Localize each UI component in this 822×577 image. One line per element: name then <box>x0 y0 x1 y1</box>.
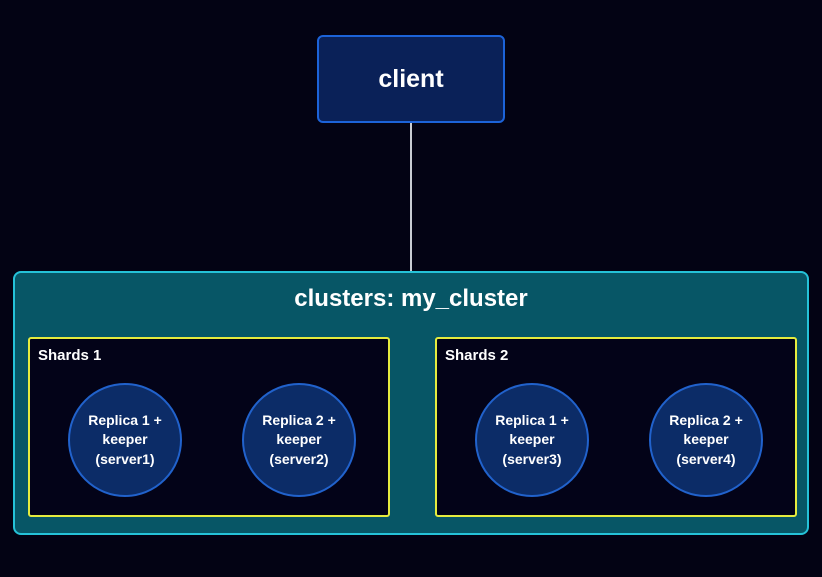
cluster-container: clusters: my_cluster Shards 1 Replica 1 … <box>13 271 809 535</box>
connector-line <box>410 123 412 271</box>
shard-box-1: Shards 1 Replica 1 + keeper (server1) Re… <box>28 337 390 517</box>
shard-1-label: Shards 1 <box>38 347 102 364</box>
client-node: client <box>317 35 505 123</box>
client-node-label: client <box>378 64 444 93</box>
replica-node-server3: Replica 1 + keeper (server3) <box>475 383 589 497</box>
replica-node-server2: Replica 2 + keeper (server2) <box>242 383 356 497</box>
shard-2-label: Shards 2 <box>445 347 509 364</box>
shard-box-2: Shards 2 Replica 1 + keeper (server3) Re… <box>435 337 797 517</box>
replica-node-server1: Replica 1 + keeper (server1) <box>68 383 182 497</box>
cluster-title: clusters: my_cluster <box>294 285 528 312</box>
replica-node-server4: Replica 2 + keeper (server4) <box>649 383 763 497</box>
